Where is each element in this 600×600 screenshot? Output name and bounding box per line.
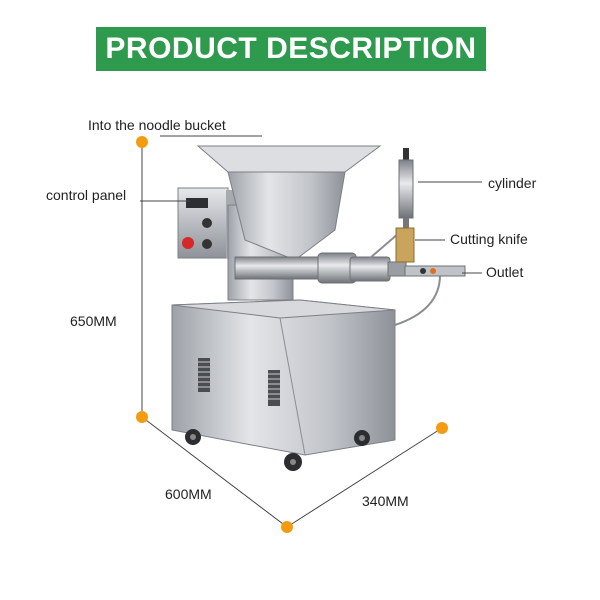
title-banner: PRODUCT DESCRIPTION — [96, 27, 486, 71]
dimension-height: 650MM — [70, 313, 117, 329]
hopper — [196, 145, 382, 261]
marker-left — [136, 411, 148, 423]
label-cylinder: cylinder — [488, 175, 537, 191]
dimension-width: 600MM — [165, 486, 212, 502]
title-text: PRODUCT DESCRIPTION — [105, 32, 477, 65]
cutting-knife — [395, 227, 415, 263]
label-cutting-knife: Cutting knife — [450, 231, 528, 247]
leader-lines — [140, 135, 482, 274]
marker-right — [436, 422, 448, 434]
base-cabinet — [171, 299, 396, 456]
marker-bottom — [281, 521, 293, 533]
vent-left — [198, 358, 210, 392]
label-noodle-bucket: Into the noodle bucket — [88, 117, 226, 133]
label-outlet: Outlet — [486, 264, 524, 280]
dimension-lines — [141, 142, 443, 528]
label-control-panel: control panel — [46, 187, 127, 203]
dimension-depth: 340MM — [362, 493, 409, 509]
marker-top — [136, 136, 148, 148]
dimension-markers — [136, 136, 448, 533]
pneumatic-cylinder — [369, 148, 414, 259]
caster-wheels — [185, 429, 370, 471]
extrusion-tube — [234, 252, 441, 326]
vent-right — [268, 370, 280, 406]
outlet — [404, 265, 466, 277]
